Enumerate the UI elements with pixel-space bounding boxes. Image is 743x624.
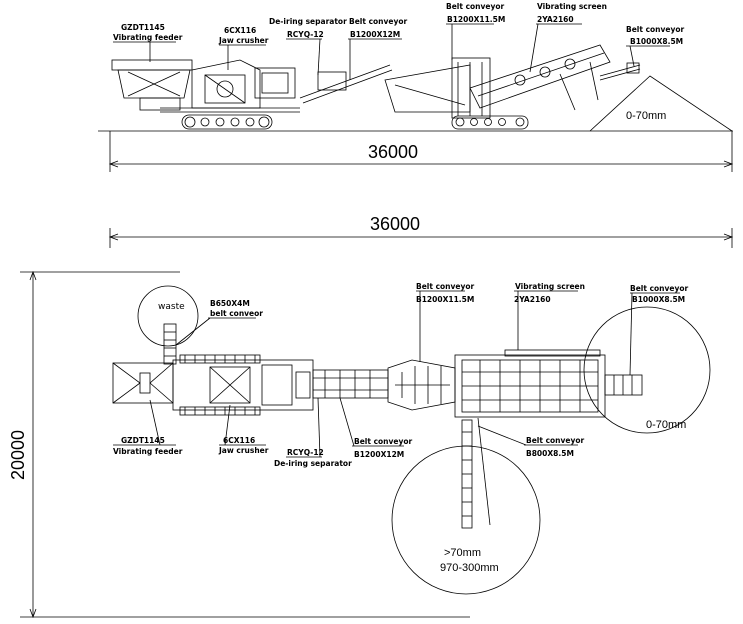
fine-output-circle (583, 306, 711, 434)
stockpile-triangle (589, 75, 733, 132)
top-conveyor-c-name: Belt conveyor (354, 437, 413, 446)
top-crusher-name: Jaw crusher (218, 446, 269, 455)
top-conveyor-a-name: Belt conveyor (416, 282, 475, 291)
side-crusher-model: 6CX116 (224, 26, 256, 35)
top-separator-model: RCYQ-12 (287, 448, 324, 457)
track-side-1 (181, 114, 273, 130)
side-conveyor3-model: B1000X8.5M (630, 37, 683, 46)
top-view: 36000 20000 (8, 214, 734, 619)
top-feeder-model: GZDT1145 (121, 436, 165, 445)
waste-text: waste (158, 302, 185, 312)
crusher-side (191, 59, 296, 109)
track-side-2 (451, 115, 529, 130)
side-labels: GZDT1145 Vibrating feeder 6CX116 Jaw cru… (113, 2, 685, 122)
top-leaders (113, 290, 680, 458)
side-crusher-name: Jaw crusher (218, 36, 269, 45)
side-leaders (113, 23, 670, 80)
top-screen-model: 2YA2160 (514, 295, 551, 304)
side-feeder-model: GZDT1145 (121, 23, 165, 32)
waste-conveyor-name: belt conveor (210, 309, 263, 318)
side-view: 36000 (98, 44, 734, 172)
chassis-top (172, 354, 314, 416)
feeder-side (111, 59, 193, 111)
top-conveyor-b-name: Belt conveyor (630, 284, 689, 293)
conveyor-top-b (604, 374, 643, 396)
screen-side (384, 44, 641, 119)
conveyor-top-d (461, 417, 491, 529)
side-conveyor1-name: Belt conveyor (349, 17, 408, 26)
arrow-left (108, 160, 119, 168)
screen-top (454, 349, 606, 418)
waste-circle (137, 285, 199, 347)
top-feeder-name: Vibrating feeder (113, 447, 183, 456)
side-dimension-text: 36000 (368, 142, 418, 162)
top-labels: waste B650X4M belt conveor Belt conveyor… (113, 282, 689, 574)
top-separator-name: De-iring separator (274, 459, 352, 468)
height-dimension-text: 20000 (8, 430, 28, 480)
waste-conveyor-top (163, 323, 177, 365)
side-separator-model: RCYQ-12 (287, 30, 324, 39)
side-feeder-name: Vibrating feeder (113, 33, 183, 42)
top-fine-range: 0-70mm (646, 419, 686, 431)
arrow-right (723, 160, 734, 168)
top-conveyor-a-model: B1200X11.5M (416, 295, 474, 304)
side-conveyor3-name: Belt conveyor (626, 25, 685, 34)
top-coarse-range-2: 970-300mm (440, 562, 499, 574)
side-output-range: 0-70mm (626, 110, 666, 122)
top-crusher-model: 6CX116 (223, 436, 255, 445)
side-conveyor2-model: B1200X11.5M (447, 15, 505, 24)
side-separator-name: De-iring separator (269, 17, 347, 26)
side-screen-model: 2YA2160 (537, 15, 574, 24)
top-conveyor-c-model: B1200X12M (354, 450, 404, 459)
top-conveyor-b-model: B1000X8.5M (632, 295, 685, 304)
screen-feed-top (387, 359, 456, 411)
top-conveyor-d-model: B800X8.5M (526, 449, 574, 458)
top-screen-name: Vibrating screen (515, 282, 585, 291)
conveyor-top-c (312, 369, 389, 399)
side-conveyor2-name: Belt conveyor (446, 2, 505, 11)
side-screen-name: Vibrating screen (537, 2, 607, 11)
top-coarse-range-1: >70mm (444, 547, 481, 559)
top-dimension-text: 36000 (370, 214, 420, 234)
waste-conveyor-model: B650X4M (210, 299, 250, 308)
feeder-top (112, 362, 174, 404)
conveyor-side-1 (299, 64, 393, 104)
top-conveyor-d-name: Belt conveyor (526, 436, 585, 445)
side-conveyor1-model: B1200X12M (350, 30, 400, 39)
